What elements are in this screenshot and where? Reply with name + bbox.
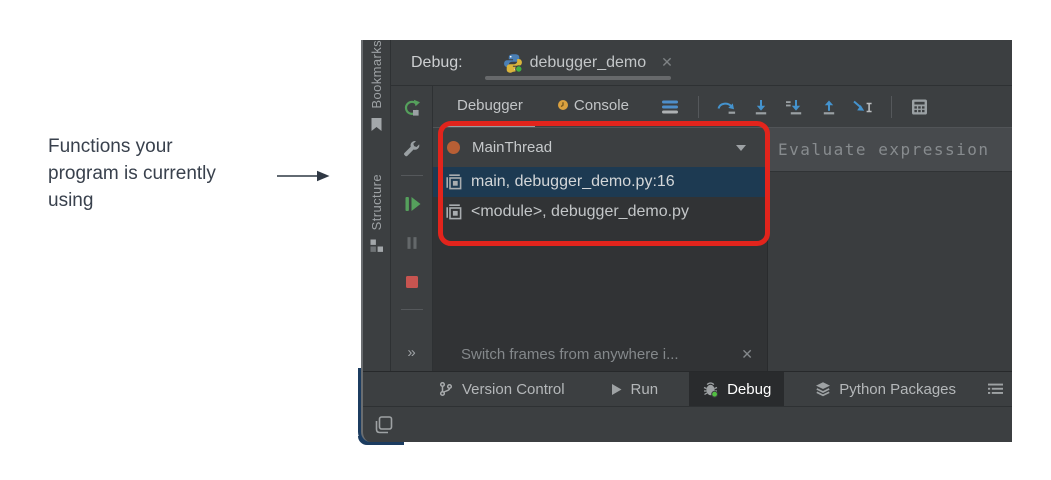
pause-program-button[interactable] (399, 230, 425, 256)
divider (400, 175, 423, 176)
tab-debugger-label: Debugger (457, 96, 523, 114)
thread-name: MainThread (472, 139, 553, 156)
stripe-item-structure[interactable]: Structure (369, 174, 384, 253)
variables-panel: Evaluate expression (768, 128, 1012, 371)
active-tab-underline (485, 76, 671, 80)
close-notification-icon[interactable]: ✕ (741, 346, 753, 362)
frame-label: main, debugger_demo.py:16 (471, 173, 675, 190)
run-config-tab-title: debugger_demo (529, 53, 647, 71)
evaluate-expression-input[interactable]: Evaluate expression (768, 128, 1012, 172)
tool-window-bar: Version Control Run Debug Pyth (363, 371, 1012, 406)
statusbar-item-version-control[interactable]: Version Control (425, 372, 578, 406)
divider (890, 95, 892, 118)
packages-layers-icon (815, 381, 831, 397)
stripe-item-bookmarks[interactable]: Bookmarks (369, 40, 384, 132)
todo-list-icon[interactable] (987, 381, 1004, 397)
rerun-button[interactable] (399, 96, 425, 122)
pycharm-debug-window: Bookmarks Structure Debug: (361, 40, 1012, 442)
notification-banner: Switch frames from anywhere i... ✕ (433, 338, 767, 371)
thread-status-dot (447, 141, 460, 154)
frames-panel: MainThread main, debugger_demo.py:16 (433, 128, 768, 371)
frame-label: <module>, debugger_demo.py (471, 203, 689, 220)
debug-label: Debug (727, 380, 772, 398)
windows-copy-icon[interactable] (373, 415, 394, 435)
debug-main-area: Debug: debugger_demo ✕ (391, 40, 1012, 371)
tab-console[interactable]: Console (545, 86, 641, 127)
debug-tool-window: Bookmarks Structure Debug: (363, 40, 1012, 371)
debug-header: Debug: debugger_demo ✕ (391, 40, 1012, 86)
divider (697, 95, 699, 118)
annotation-line: using (48, 190, 94, 211)
git-branch-icon (438, 381, 454, 397)
chevron-down-icon (736, 144, 746, 151)
close-tab-icon[interactable]: ✕ (661, 54, 673, 70)
statusbar-item-debug[interactable]: Debug (689, 372, 785, 406)
version-control-label: Version Control (462, 380, 565, 398)
run-to-cursor-button[interactable] (850, 94, 876, 120)
bookmarks-label: Bookmarks (369, 40, 384, 109)
python-icon (503, 53, 523, 73)
tool-window-stripe: Bookmarks Structure (363, 40, 391, 371)
tab-debugger[interactable]: Debugger (445, 86, 535, 127)
notification-text: Switch frames from anywhere i... (461, 346, 679, 363)
step-out-button[interactable] (816, 94, 842, 120)
structure-label: Structure (369, 173, 384, 230)
statusbar-item-run[interactable]: Run (596, 372, 672, 406)
force-step-into-button[interactable] (782, 94, 808, 120)
stack-frame-icon (446, 174, 462, 190)
resume-program-button[interactable] (399, 191, 425, 217)
frames-empty-area (433, 227, 767, 338)
debugger-toolbar: Debugger Console (433, 86, 1012, 128)
debug-header-label: Debug: (411, 53, 463, 71)
run-label: Run (630, 380, 659, 398)
frame-list-item[interactable]: main, debugger_demo.py:16 (433, 167, 767, 197)
bookmark-icon (369, 117, 384, 132)
statusbar-item-python-packages[interactable]: Python Packages (802, 372, 969, 406)
step-over-button[interactable] (714, 94, 740, 120)
annotation-line: program is currently (48, 163, 216, 184)
divider (400, 309, 423, 310)
debug-bug-icon (702, 381, 719, 398)
step-into-button[interactable] (748, 94, 774, 120)
evaluate-expression-button[interactable] (907, 94, 933, 120)
stack-frame-icon (446, 204, 462, 220)
annotation-line: Functions your (48, 136, 173, 157)
debug-actions-column: » (391, 86, 433, 371)
structure-icon (369, 238, 384, 253)
thread-selector-dropdown[interactable]: MainThread (433, 128, 767, 167)
console-icon (557, 99, 569, 111)
run-config-tab[interactable]: debugger_demo ✕ (499, 40, 677, 85)
frame-list-item[interactable]: <module>, debugger_demo.py (433, 197, 767, 227)
more-actions-chevron[interactable]: » (407, 344, 416, 361)
tab-console-label: Console (573, 96, 629, 114)
annotation-arrow-icon (277, 169, 331, 183)
layout-options-icon[interactable] (657, 94, 683, 120)
variables-empty-area (768, 172, 1012, 371)
run-icon (609, 382, 623, 397)
stop-button[interactable] (399, 269, 425, 295)
python-packages-label: Python Packages (839, 380, 957, 398)
statusbar-bottom-row (363, 406, 1012, 442)
settings-wrench-button[interactable] (399, 135, 425, 161)
annotation-note: Functions your program is currently usin… (48, 133, 216, 214)
